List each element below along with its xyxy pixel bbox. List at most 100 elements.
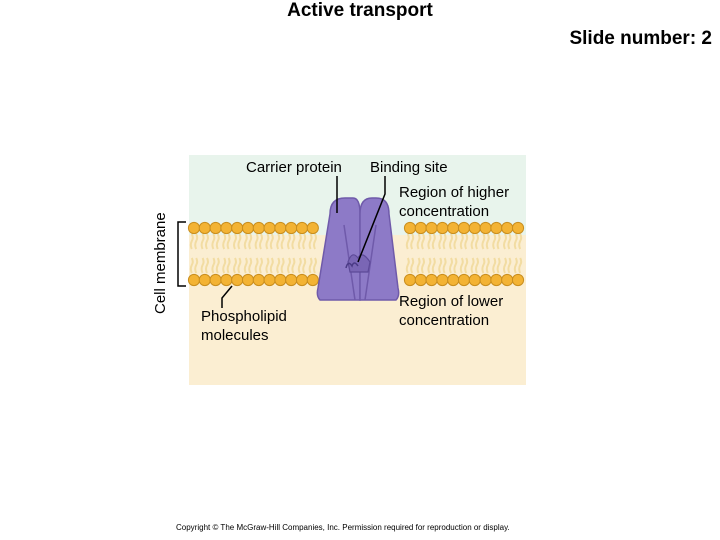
phospholipid-head [241, 273, 255, 287]
lipid-tail [453, 257, 458, 274]
lipid-tail [513, 257, 518, 274]
lipid-tail [265, 257, 270, 274]
lipid-tail [470, 233, 475, 250]
lipid-tail [438, 257, 443, 274]
lower-concentration-label-line2: concentration [399, 312, 490, 329]
binding-site-pointer [357, 176, 386, 263]
lipid-tail [513, 233, 518, 250]
lipid-tail [205, 257, 209, 274]
phospholipid-head [274, 273, 287, 287]
slide-number: Slide number: 2 [569, 28, 712, 49]
lower-concentration-label-line1: Region of lower [399, 293, 504, 310]
phospholipid-head [306, 221, 319, 235]
lipid-tail [259, 257, 263, 274]
lipid-tail [507, 233, 512, 250]
phospholipid-head [187, 221, 201, 235]
lipid-tail [313, 233, 317, 250]
phospholipid-head [198, 221, 211, 235]
phospholipid-head [479, 273, 492, 287]
lipid-tail [442, 233, 447, 250]
phospholipid-head [263, 273, 276, 287]
phospholipid-head [209, 221, 222, 235]
lipid-tail [485, 257, 490, 274]
phospholipid-head [285, 221, 298, 235]
lipid-tail [405, 233, 410, 250]
phospholipid-head [468, 221, 481, 235]
lipid-tail [464, 233, 469, 250]
phospholipid-head [457, 221, 471, 235]
phospholipid-head [436, 273, 449, 287]
lipid-tail [215, 257, 220, 274]
phospholipid-head [198, 273, 211, 287]
lipid-tail [302, 257, 307, 274]
lipid-tail [416, 233, 421, 250]
lipid-tail [518, 257, 523, 274]
lipid-tails [189, 233, 523, 274]
phospholipid-head [501, 273, 514, 287]
lipid-tail [287, 257, 291, 274]
lipid-tail [492, 233, 497, 250]
lipid-tail [200, 233, 205, 250]
phospholipid-head [231, 221, 244, 235]
cell-membrane-label: Cell membrane [152, 212, 169, 314]
lipid-tail [421, 257, 425, 274]
lipid-tail [302, 233, 307, 250]
lipid-tail [189, 257, 194, 274]
lipid-tail [475, 257, 479, 274]
phospholipid-head [414, 273, 427, 287]
phospholipid-head [436, 221, 449, 235]
phospholipid-head [490, 221, 503, 235]
phospholipid-head [285, 273, 298, 287]
phospholipid-head [209, 273, 222, 287]
lipid-tail [459, 233, 464, 250]
lipid-tail [410, 257, 415, 274]
higher-concentration-label-line1: Region of higher [399, 184, 510, 201]
lipid-tail [248, 257, 253, 274]
lipid-tail [416, 257, 421, 274]
lipid-tail [259, 233, 263, 250]
lipid-tail [291, 257, 296, 274]
lipid-tail [226, 257, 231, 274]
lipid-tail [427, 233, 432, 250]
phospholipid-head [479, 221, 492, 235]
phospholipid-head [263, 221, 276, 235]
lipid-tail [308, 257, 313, 274]
phospholipid-pointer [221, 285, 233, 308]
lipid-tail [297, 257, 302, 274]
lipid-tail [431, 233, 436, 250]
phospholipid-head [220, 273, 233, 287]
lipid-tail [254, 233, 259, 250]
lipid-tail [222, 233, 227, 250]
lipid-tail [449, 257, 453, 274]
phospholipid-head [468, 273, 481, 287]
lipid-tail [189, 233, 194, 250]
phospholipid-head [447, 221, 460, 235]
lipid-tail [485, 233, 490, 250]
lipid-tail [449, 233, 453, 250]
slide-title: Active transport [287, 0, 433, 21]
phospholipid-head [403, 221, 417, 235]
phospholipid-head [447, 273, 460, 287]
phospholipid-head [231, 273, 244, 287]
lipid-tail [194, 257, 199, 274]
lipid-tail [276, 233, 281, 250]
lipid-tail [459, 257, 464, 274]
phospholipid-head [220, 221, 233, 235]
phospholipid-head [511, 221, 525, 235]
lipid-tail [211, 257, 216, 274]
lipid-tail [254, 257, 259, 274]
phospholipid-head [501, 221, 514, 235]
lipid-tail [269, 257, 274, 274]
carrier-protein [316, 197, 400, 301]
lipid-tail [470, 257, 475, 274]
lipid-tail [265, 233, 270, 250]
lipid-tail [280, 257, 285, 274]
phospholipid-head [252, 221, 265, 235]
lipid-tail [233, 233, 237, 250]
lipid-tail [287, 233, 291, 250]
lipid-tail [496, 257, 501, 274]
lipid-tail [442, 257, 447, 274]
lipid-tail [291, 233, 296, 250]
lipid-tail [481, 257, 486, 274]
